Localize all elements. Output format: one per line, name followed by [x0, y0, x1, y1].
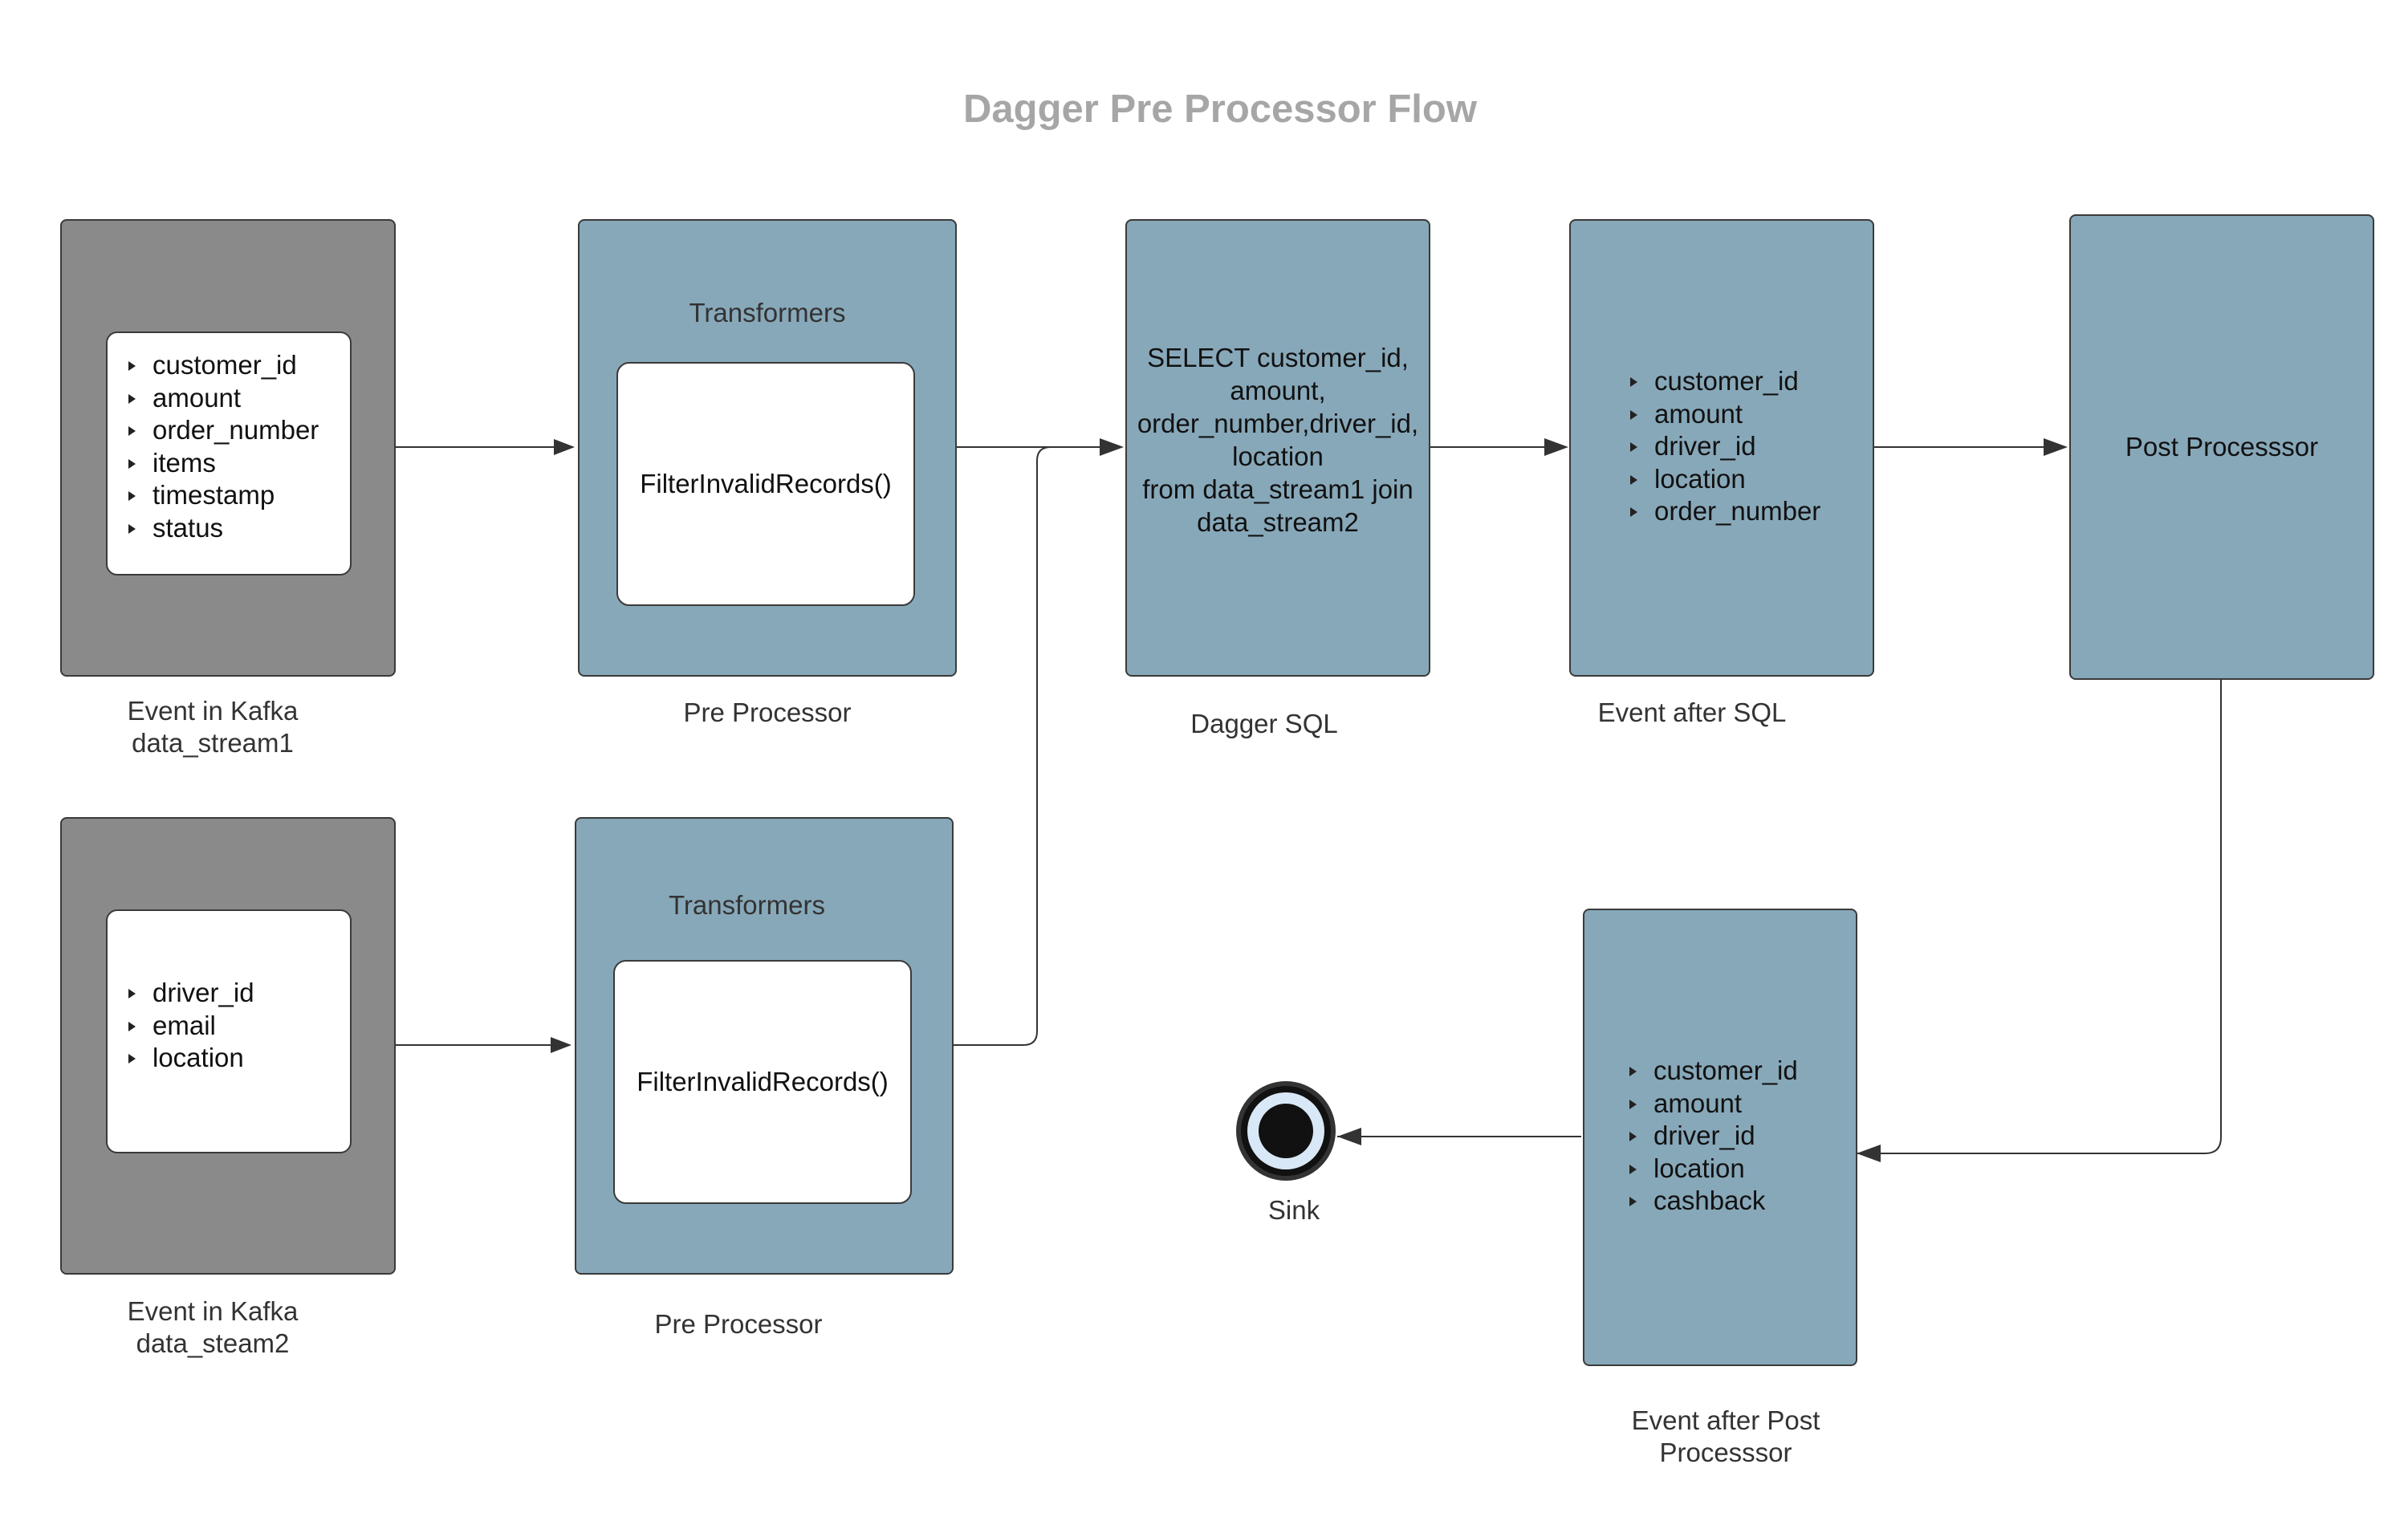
- dagger-sql-label: Dagger SQL: [1190, 709, 1338, 738]
- event-after-post-box: customer_id amount driver_id location ca…: [1583, 909, 1857, 1366]
- preprocessor-1-transformer-name: FilterInvalidRecords(): [640, 469, 892, 498]
- event-after-sql-label: Event after SQL: [1597, 697, 1787, 727]
- event-after-post-label: Event after Post Processsor: [1589, 1405, 1862, 1469]
- kafka-source-1-label-line2: data_stream1: [132, 728, 294, 758]
- field-item: customer_id: [1629, 1055, 1798, 1088]
- arrowhead-preprocessor2: [551, 1037, 571, 1053]
- arrowhead-event-after-sql: [1544, 438, 1568, 456]
- field-item: amount: [128, 382, 319, 415]
- sql-line: location: [1232, 441, 1324, 471]
- field-item: status: [128, 512, 319, 545]
- event-after-post-label-line2: Processsor: [1659, 1438, 1792, 1467]
- field-item: customer_id: [1630, 365, 1820, 398]
- field-item: cashback: [1629, 1185, 1798, 1218]
- kafka-source-2-label-line2: data_steam2: [136, 1328, 290, 1358]
- sink-label: Sink: [1267, 1195, 1320, 1225]
- field-item: location: [1629, 1153, 1798, 1186]
- event-after-sql-box: customer_id amount driver_id location or…: [1569, 219, 1874, 677]
- kafka-source-2-fields-card: driver_id email location: [106, 909, 352, 1153]
- field-item: location: [1630, 463, 1820, 496]
- preprocessor-1-label: Pre Processor: [683, 697, 852, 727]
- sql-line: amount,: [1230, 376, 1326, 405]
- event-after-sql-field-list: customer_id amount driver_id location or…: [1630, 365, 1820, 528]
- sink-core: [1259, 1104, 1313, 1158]
- event-after-post-label-line1: Event after Post: [1631, 1405, 1820, 1435]
- post-processor-box: Post Processsor: [2069, 214, 2374, 680]
- sink-ring: [1247, 1092, 1324, 1169]
- sql-line: data_stream2: [1197, 507, 1359, 537]
- field-item: timestamp: [128, 479, 319, 512]
- sql-line: SELECT customer_id,: [1147, 343, 1409, 372]
- preprocessor-2-heading: Transformers: [669, 890, 825, 920]
- field-item: customer_id: [128, 349, 319, 382]
- diagram-title: Dagger Pre Processor Flow: [963, 87, 1477, 131]
- dagger-sql-box: SELECT customer_id, amount, order_number…: [1125, 219, 1430, 677]
- arrowhead-sql: [1100, 438, 1124, 456]
- preprocessor-2-transformer-name: FilterInvalidRecords(): [637, 1067, 889, 1096]
- field-item: order_number: [128, 414, 319, 447]
- arrowhead-preprocessor1: [554, 439, 575, 455]
- connector-preprocessor2-to-sql: [951, 446, 1119, 1046]
- kafka-source-1-field-list: customer_id amount order_number items ti…: [128, 349, 319, 544]
- kafka-source-2-field-list: driver_id email location: [128, 977, 254, 1075]
- field-item: location: [128, 1042, 254, 1075]
- kafka-source-1-box: customer_id amount order_number items ti…: [60, 219, 396, 677]
- kafka-source-2-box: driver_id email location: [60, 817, 396, 1275]
- arrowhead-sink: [1337, 1128, 1361, 1145]
- preprocessor-2-label: Pre Processor: [654, 1309, 823, 1339]
- field-item: amount: [1629, 1088, 1798, 1120]
- field-item: driver_id: [1629, 1120, 1798, 1153]
- dagger-sql-query: SELECT customer_id, amount, order_number…: [1127, 341, 1429, 539]
- field-item: order_number: [1630, 495, 1820, 528]
- preprocessor-1-box: Transformers FilterInvalidRecords(): [578, 219, 957, 677]
- kafka-source-2-label: Event in Kafka data_steam2: [92, 1295, 333, 1360]
- sink-terminal-icon: [1236, 1081, 1336, 1181]
- field-item: email: [128, 1010, 254, 1043]
- preprocessor-1-transformer-card: FilterInvalidRecords(): [616, 362, 915, 606]
- field-item: amount: [1630, 398, 1820, 431]
- connector-postprocessor-to-final-event: [1857, 679, 2222, 1154]
- arrowhead-postprocessor: [2044, 438, 2068, 456]
- kafka-source-2-label-line1: Event in Kafka: [127, 1296, 299, 1326]
- kafka-source-1-fields-card: customer_id amount order_number items ti…: [106, 331, 352, 575]
- field-item: driver_id: [128, 977, 254, 1010]
- sql-line: from data_stream1 join: [1142, 474, 1413, 504]
- sql-line: order_number,driver_id,: [1137, 409, 1419, 438]
- arrowhead-final-event: [1857, 1145, 1881, 1162]
- field-item: driver_id: [1630, 430, 1820, 463]
- post-processor-text: Post Processsor: [2125, 432, 2319, 462]
- kafka-source-1-label: Event in Kafka data_stream1: [92, 695, 333, 759]
- preprocessor-2-transformer-card: FilterInvalidRecords(): [613, 960, 912, 1204]
- event-after-post-field-list: customer_id amount driver_id location ca…: [1629, 1055, 1798, 1218]
- preprocessor-1-heading: Transformers: [689, 298, 846, 327]
- kafka-source-1-label-line1: Event in Kafka: [127, 696, 299, 726]
- field-item: items: [128, 447, 319, 480]
- preprocessor-2-box: Transformers FilterInvalidRecords(): [575, 817, 954, 1275]
